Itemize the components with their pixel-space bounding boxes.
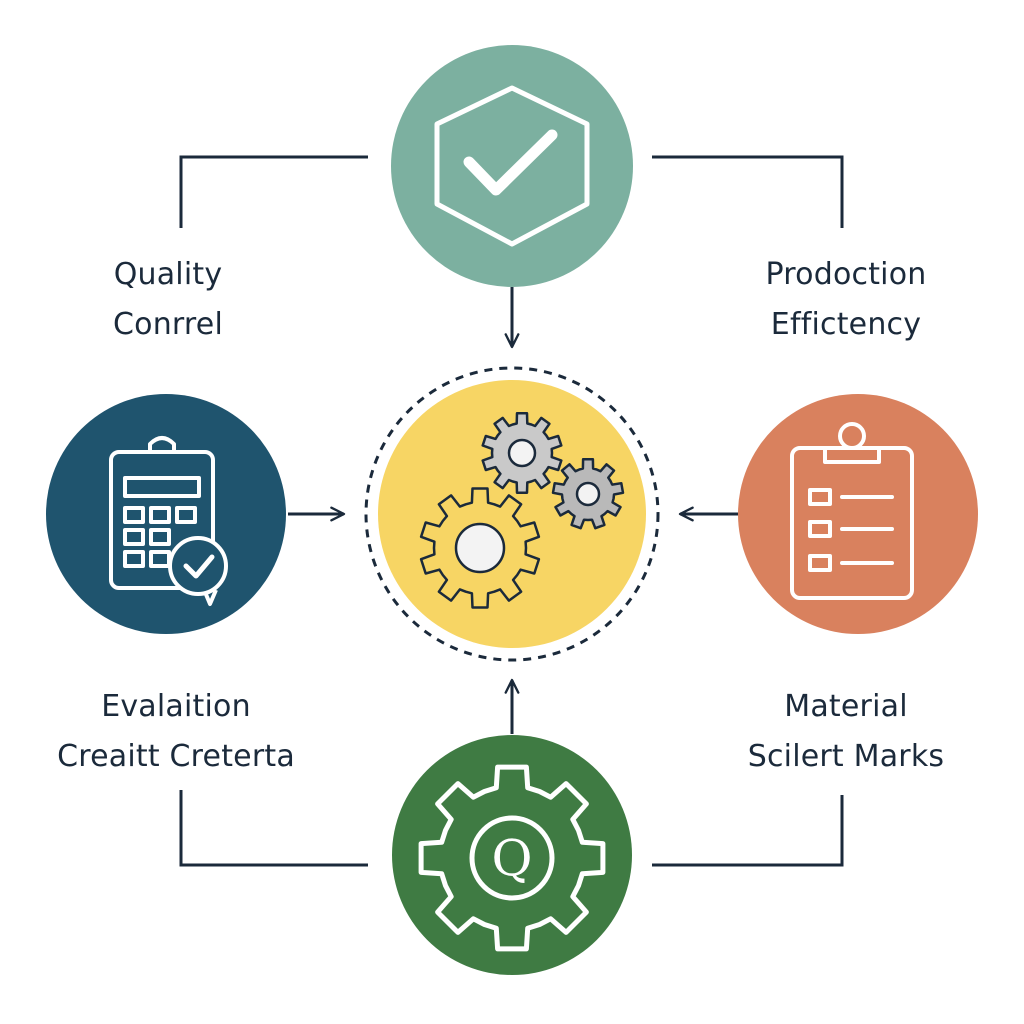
gear-q-icon: Q bbox=[418, 764, 606, 952]
node-top bbox=[391, 45, 633, 287]
label-line-1: Prodoction bbox=[765, 257, 927, 292]
clipboard-checklist-icon bbox=[790, 422, 914, 600]
small-gear-icon bbox=[551, 458, 625, 530]
gears-icon bbox=[419, 412, 625, 609]
calculator-clipboard-check-icon bbox=[109, 436, 228, 606]
node-left-circle bbox=[46, 394, 286, 634]
label-line-2: Scilert Marks bbox=[747, 739, 945, 774]
connector-bottom-left bbox=[179, 790, 368, 867]
hexagon-checkmark-icon bbox=[434, 85, 590, 247]
node-bottom: Q bbox=[392, 735, 632, 975]
gear-outline bbox=[418, 764, 606, 952]
label-line-1: Evalaition bbox=[101, 689, 251, 724]
svg-text:Q: Q bbox=[492, 829, 533, 887]
central-hub bbox=[364, 366, 660, 662]
label-line-1: Material bbox=[784, 689, 908, 724]
node-right-circle bbox=[738, 394, 978, 634]
label-evaluation-criteria: Evalaition Creaitt Creterta bbox=[26, 682, 326, 782]
label-line-1: Quality bbox=[113, 257, 223, 292]
label-line-2: Effictency bbox=[770, 307, 922, 342]
connector-top-right bbox=[652, 155, 844, 228]
label-production-efficiency: Prodoction Effictency bbox=[696, 250, 996, 350]
large-gear-icon bbox=[419, 487, 541, 609]
node-top-circle bbox=[391, 45, 633, 287]
node-left bbox=[46, 394, 286, 634]
label-material-marks: Material Scilert Marks bbox=[696, 682, 996, 782]
connector-bottom-right bbox=[652, 795, 844, 867]
node-right bbox=[738, 394, 978, 634]
label-line-2: Conrrel bbox=[113, 307, 223, 342]
hub-dashed-ring bbox=[364, 366, 660, 662]
connector-lines bbox=[179, 155, 844, 867]
connector-top-left bbox=[179, 155, 368, 228]
label-line-2: Creaitt Creterta bbox=[57, 739, 295, 774]
node-bottom-circle bbox=[392, 735, 632, 975]
arrows bbox=[288, 287, 740, 734]
medium-gear-icon bbox=[481, 412, 563, 494]
label-quality-control: Quality Conrrel bbox=[18, 250, 318, 350]
